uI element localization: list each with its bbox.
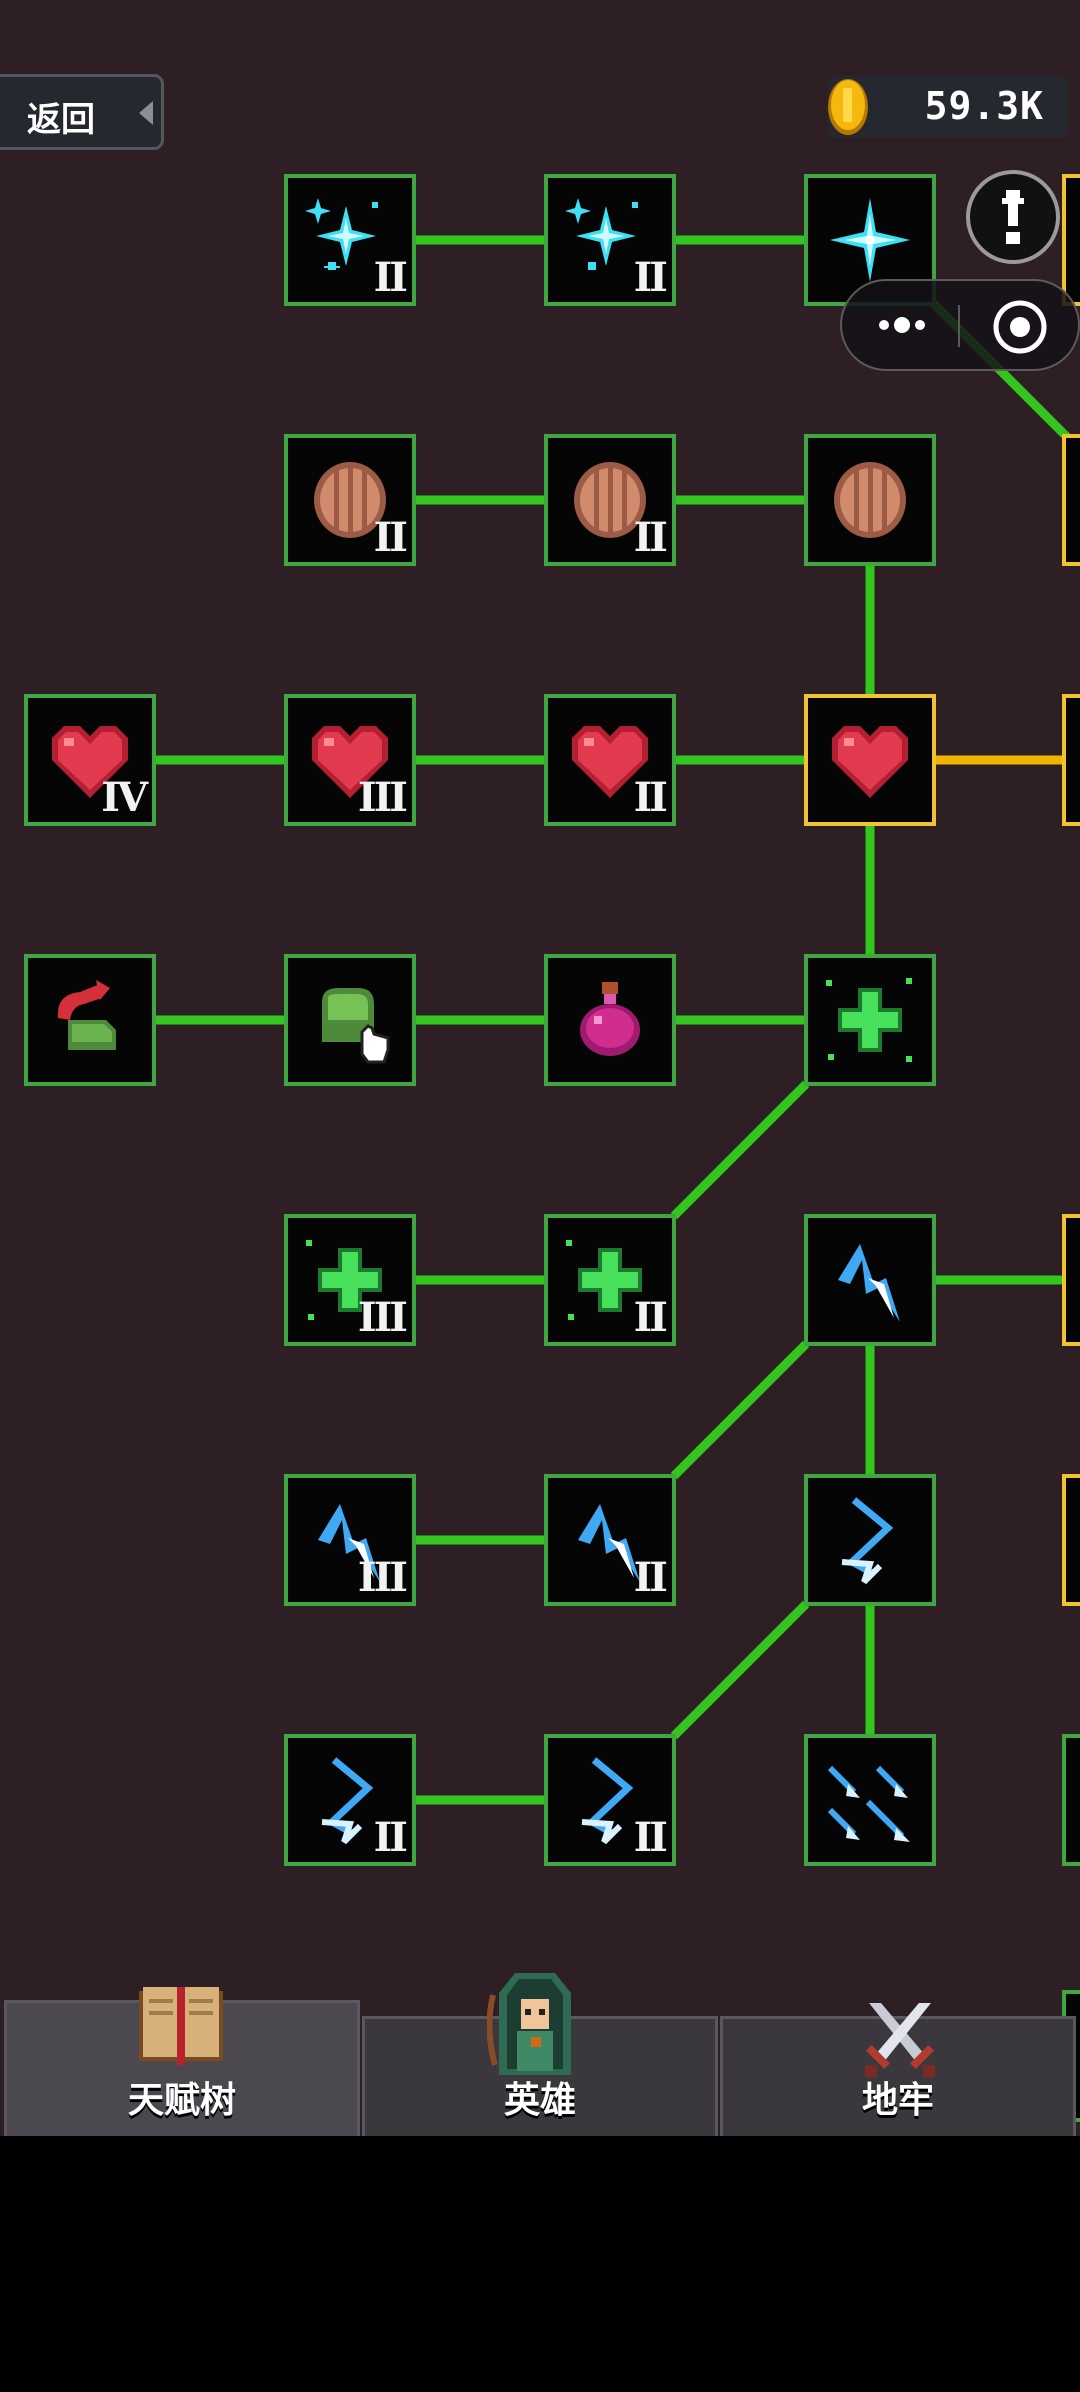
back-button[interactable]: 返回 (0, 74, 164, 150)
talent-node-bolt-1[interactable] (804, 1214, 936, 1346)
heart-icon (52, 726, 128, 798)
talent-link (670, 1600, 810, 1740)
coin-value: 59.3K (924, 84, 1044, 128)
sparkle-icon (830, 198, 910, 282)
heart-icon (832, 726, 908, 798)
talent-node-bolt-3[interactable]: III (284, 1474, 416, 1606)
barrel-icon (574, 462, 646, 538)
mini-program-capsule (840, 279, 1080, 371)
chevron-left-icon (139, 101, 153, 125)
talent-level-label: IV (101, 774, 148, 821)
talent-node-heart-3[interactable]: III (284, 694, 416, 826)
talent-level-label: II (373, 1814, 408, 1861)
talent-node-offscreen[interactable] (1062, 1474, 1080, 1606)
talent-node-sparkle-2[interactable]: II (544, 174, 676, 306)
more-options-button[interactable] (872, 310, 932, 340)
scatter-arrows-icon (827, 1765, 910, 1842)
tab-hero[interactable]: 英雄 (362, 1973, 718, 2136)
hook-arrow-icon (581, 1757, 634, 1845)
hero-icon (487, 1973, 571, 2075)
tab-dungeon[interactable]: 地牢 (720, 2003, 1076, 2136)
tab-label: 地牢 (861, 2080, 934, 2121)
talent-node-hook-2[interactable]: II (544, 1734, 676, 1866)
hook-arrow-icon (841, 1497, 894, 1585)
tab-talent-tree[interactable]: 天赋树 (4, 1987, 360, 2136)
heal-cross-icon (826, 978, 912, 1062)
talent-node-sparkle-3[interactable]: II (284, 174, 416, 306)
tab-label: 英雄 (503, 2080, 576, 2121)
bottom-safe-area (0, 2136, 1080, 2392)
heal-cross-icon (306, 1240, 382, 1320)
talent-node-heart-2[interactable]: II (544, 694, 676, 826)
exclamation-icon (1002, 190, 1024, 244)
talent-level-label: II (373, 254, 408, 301)
talent-node-offscreen[interactable] (1062, 1214, 1080, 1346)
talent-node-offscreen[interactable] (1062, 1734, 1080, 1866)
talent-node-bolt-2[interactable]: II (544, 1474, 676, 1606)
talent-node-offscreen[interactable] (1062, 694, 1080, 826)
talent-node-barrel-3[interactable]: II (284, 434, 416, 566)
talent-node-heart-1[interactable] (804, 694, 936, 826)
talent-node-heal-2[interactable]: II (544, 1214, 676, 1346)
barrel-icon (314, 462, 386, 538)
close-miniprogram-button[interactable] (992, 299, 1048, 355)
heal-cross-icon (566, 1240, 642, 1320)
talent-node-offscreen[interactable] (1062, 174, 1080, 306)
sparkle-icon (565, 198, 638, 270)
more-dots-icon (879, 317, 925, 333)
talent-level-label: II (633, 774, 668, 821)
talent-level-label: III (357, 774, 408, 821)
talent-level-label: III (357, 1554, 408, 1601)
target-circle-icon (993, 300, 1047, 354)
potion-icon (580, 982, 640, 1056)
talent-node-heal-1[interactable] (804, 954, 936, 1086)
lightning-icon (578, 1504, 640, 1582)
heart-icon (312, 726, 388, 798)
coin-icon (828, 79, 868, 135)
boot-touch-icon (322, 988, 390, 1064)
crossed-swords-icon (865, 2003, 935, 2077)
talent-node-heart-4[interactable]: IV (24, 694, 156, 826)
barrel-icon (834, 462, 906, 538)
capsule-divider (958, 305, 960, 347)
book-icon (139, 1987, 223, 2065)
lightning-icon (318, 1504, 380, 1582)
back-label: 返回 (27, 100, 95, 140)
talent-node-heal-3[interactable]: III (284, 1214, 416, 1346)
info-button[interactable] (966, 170, 1060, 264)
heart-icon (572, 726, 648, 798)
talent-level-label: II (633, 1554, 668, 1601)
talent-node-arrows[interactable] (804, 1734, 936, 1866)
talent-node-barrel-1[interactable] (804, 434, 936, 566)
talent-link (670, 1340, 810, 1480)
talent-level-label: II (633, 1294, 668, 1341)
talent-level-label: III (357, 1294, 408, 1341)
tab-bar: 天赋树 英雄 地牢 (0, 1973, 1080, 2136)
talent-level-label: II (633, 514, 668, 561)
talent-node-hook-3[interactable]: II (284, 1734, 416, 1866)
talent-node-offscreen[interactable] (1062, 434, 1080, 566)
talent-node-boot-attack[interactable] (24, 954, 156, 1086)
lightning-icon (838, 1244, 900, 1322)
talent-level-label: II (633, 1814, 668, 1861)
boot-attack-icon (57, 980, 116, 1050)
sparkle-icon (305, 198, 378, 270)
talent-node-barrel-2[interactable]: II (544, 434, 676, 566)
coin-counter: 59.3K (828, 76, 1068, 138)
talent-node-hook-1[interactable] (804, 1474, 936, 1606)
talent-level-label: II (633, 254, 668, 301)
talent-link (670, 1080, 810, 1220)
talent-node-potion[interactable] (544, 954, 676, 1086)
tab-label: 天赋树 (127, 2080, 236, 2121)
talent-level-label: II (373, 514, 408, 561)
talent-node-boot-touch[interactable] (284, 954, 416, 1086)
hook-arrow-icon (321, 1757, 374, 1845)
